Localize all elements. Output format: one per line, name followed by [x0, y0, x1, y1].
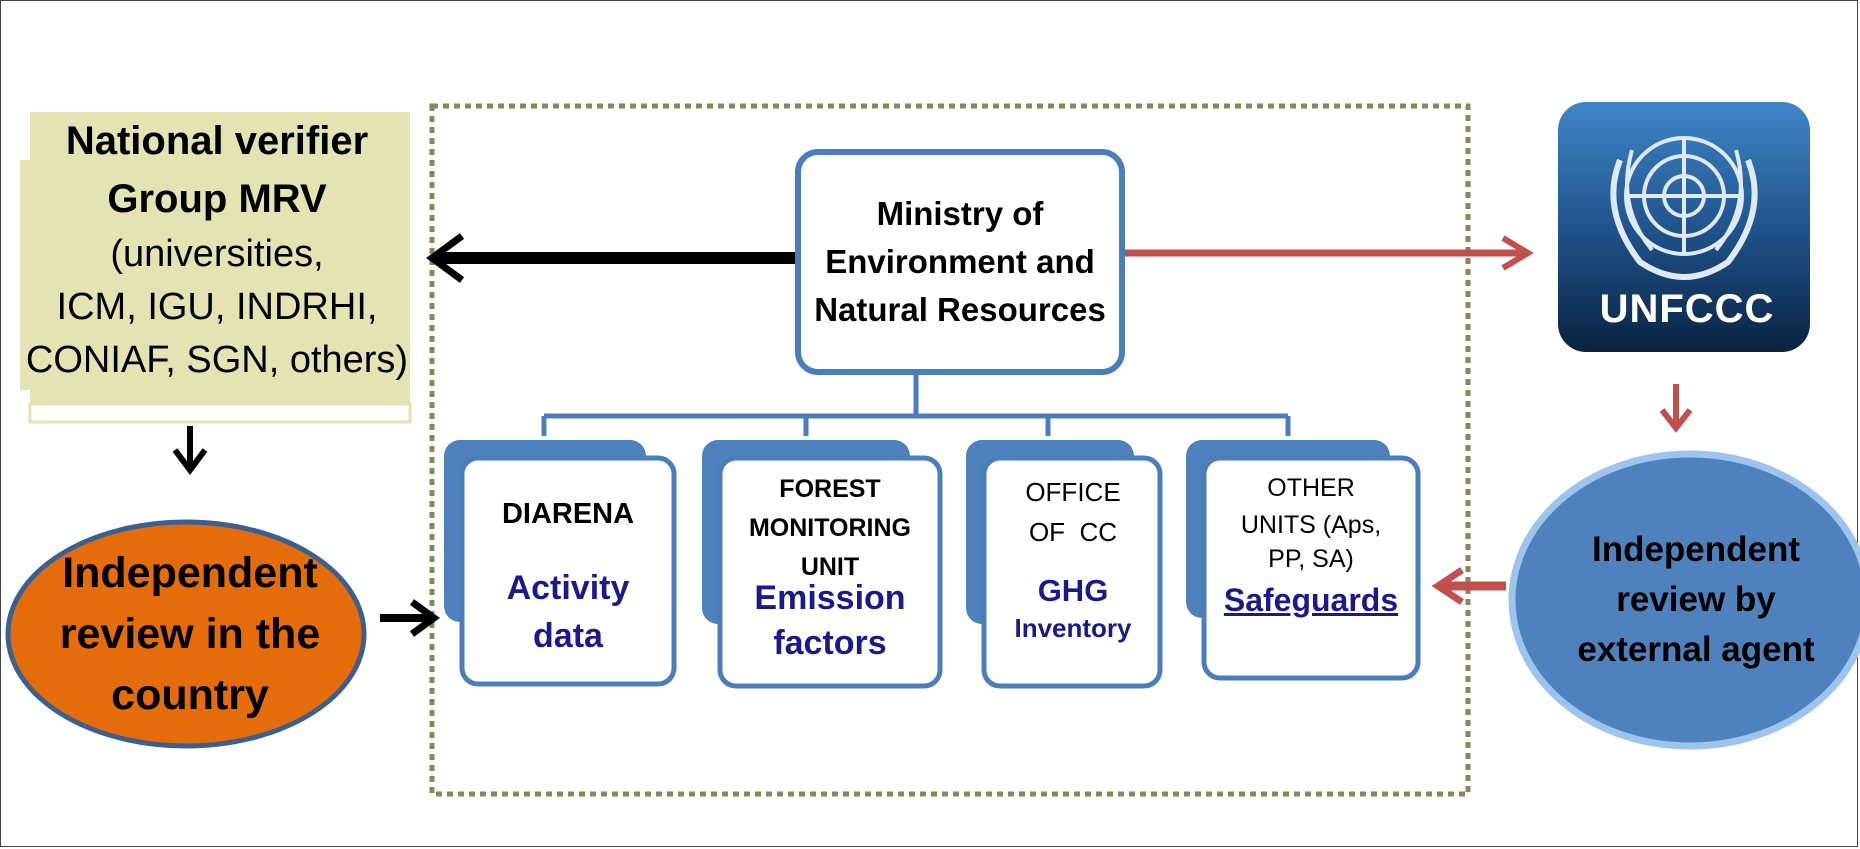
unit-card-1 — [444, 440, 677, 687]
unit-2-name-line3: UNIT — [800, 553, 860, 581]
unit-2-name-line1: FOREST — [779, 475, 881, 503]
country-review-line3: country — [111, 670, 269, 719]
unit-4-sub-line1: Safeguards — [1223, 582, 1399, 618]
verifier-members-line3: CONIAF, SGN, others) — [25, 339, 409, 381]
country-review-oval — [5, 519, 367, 749]
verifier-box — [20, 112, 412, 424]
unit-4-name-line3: PP, SA) — [1268, 545, 1354, 573]
ministry-line1: Ministry of — [876, 195, 1044, 232]
external-review-line2: review by — [1616, 580, 1776, 619]
unit-3-name-line2: OF CC — [1028, 517, 1118, 547]
verifier-members-line2: ICM, IGU, INDRHI, — [56, 286, 378, 328]
country-review-line1: Independent — [62, 548, 318, 597]
unit-card-4 — [1186, 440, 1421, 681]
external-review-oval — [1508, 450, 1860, 750]
external-review-line3: external agent — [1577, 630, 1815, 669]
ministry-line3: Natural Resources — [814, 291, 1106, 328]
verifier-members-line1: (universities, — [110, 233, 324, 275]
unit-2-sub-line1: Emission — [754, 579, 906, 617]
ministry-label: Ministry of Environment and Natural Reso… — [798, 152, 1122, 372]
unit-1-sub-line1: Activity — [506, 569, 630, 607]
arrow-external-review-to-group — [1431, 567, 1506, 605]
unit-3-text: OFFICE OF CC GHG Inventory — [988, 472, 1158, 644]
arrow-ministry-to-unfccc — [1124, 235, 1534, 271]
ministry-group-boundary — [429, 103, 1471, 797]
unfccc-logo-text: UNFCCC — [1599, 287, 1775, 331]
country-review-label: Independent review in the country — [20, 540, 360, 728]
arrow-country-review-to-group — [380, 599, 440, 637]
unit-4-text: OTHER UNITS (Aps, PP, SA) Safeguards — [1208, 470, 1414, 626]
arrow-verifier-to-country-review — [172, 426, 208, 475]
un-emblem-icon — [1610, 136, 1758, 280]
unit-1-text: DIARENA Activity data — [466, 494, 670, 660]
unit-card-2 — [702, 440, 943, 689]
unit-4-name-line1: OTHER — [1267, 474, 1355, 502]
unfccc-logo — [1558, 102, 1810, 352]
unit-3-name-line1: OFFICE — [1025, 477, 1121, 507]
unit-3-sub-line1: GHG — [1037, 573, 1109, 608]
unit-2-sub-line2: factors — [773, 624, 887, 662]
org-tree-connectors — [541, 374, 1291, 436]
external-review-line1: Independent — [1591, 530, 1801, 569]
unit-card-3 — [966, 440, 1163, 689]
ministry-line2: Environment and — [825, 243, 1095, 280]
arrow-ministry-to-verifier — [426, 233, 798, 283]
unit-1-name: DIARENA — [501, 498, 635, 530]
country-review-line2: review in the — [59, 609, 321, 658]
unit-2-text: FOREST MONITORING UNIT Emission factors — [724, 470, 936, 667]
unit-1-sub-line2: data — [533, 617, 603, 655]
verifier-title-line2: Group MRV — [107, 177, 327, 221]
unit-4-name-line2: UNITS (Aps, — [1240, 511, 1382, 539]
verifier-title-line1: National verifier — [65, 119, 369, 163]
unit-3-sub-line2: Inventory — [1014, 613, 1132, 643]
ministry-box — [795, 149, 1125, 375]
unit-2-name-line2: MONITORING — [748, 514, 912, 542]
external-review-label: Independent review by external agent — [1546, 520, 1846, 680]
arrow-unfccc-to-external-review — [1659, 384, 1693, 433]
verifier-label: National verifier Group MRV (universitie… — [24, 112, 410, 420]
